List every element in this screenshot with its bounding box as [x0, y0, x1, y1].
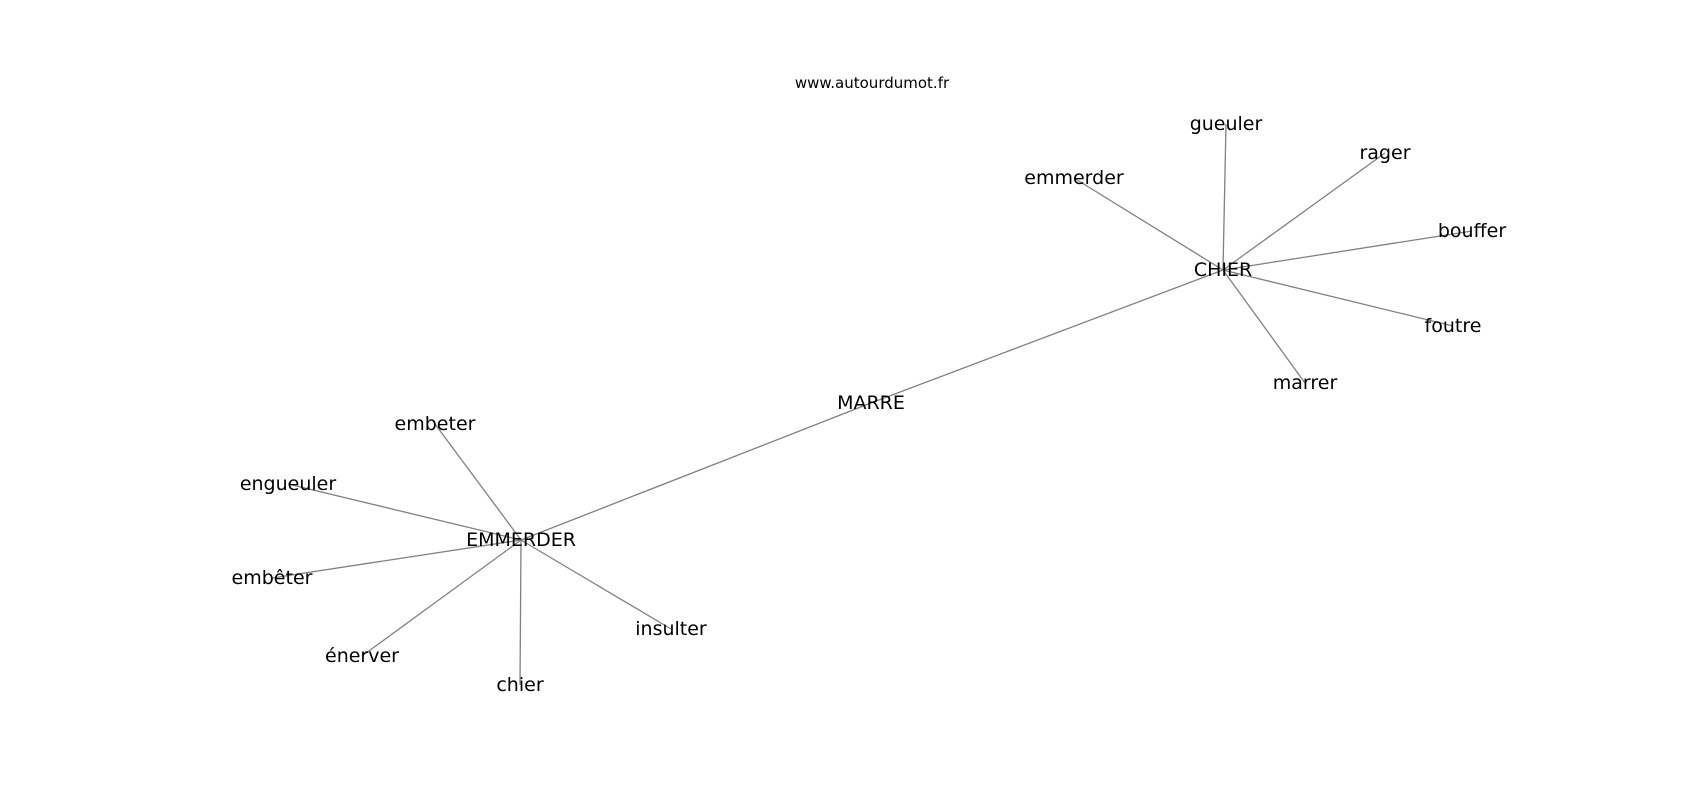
edge-marre-chier_hub — [870, 269, 1224, 404]
edge-emmerder_hub-insulter — [520, 539, 672, 630]
edge-emmerder_hub-embeter — [434, 423, 522, 541]
edge-chier_hub-rager — [1222, 152, 1386, 271]
node-label-insulter[interactable]: insulter — [635, 618, 707, 640]
node-label-emmerder[interactable]: emmerder — [1024, 167, 1124, 189]
node-label-chier[interactable]: chier — [496, 674, 543, 696]
node-label-embeter_accent[interactable]: embêter — [232, 567, 313, 589]
node-label-marre[interactable]: MARRE — [837, 392, 905, 414]
node-label-bouffer[interactable]: bouffer — [1438, 220, 1507, 242]
node-label-rager[interactable]: rager — [1359, 142, 1410, 164]
edge-chier_hub-foutre — [1222, 269, 1454, 327]
edge-emmerder_hub-enerver — [361, 539, 522, 657]
graph-edges — [271, 123, 1473, 686]
watermark-text: www.autourdumot.fr — [795, 74, 950, 92]
edge-emmerder_hub-embeter_accent — [271, 539, 522, 579]
node-label-emmerder_hub[interactable]: EMMERDER — [466, 529, 576, 551]
edge-chier_hub-bouffer — [1222, 230, 1473, 271]
graph-nodes: MARRE CHIER EMMERDER gueuler rager emmerder bo… — [232, 113, 1507, 696]
node-label-chier_hub[interactable]: CHIER — [1194, 259, 1252, 281]
node-label-embeter[interactable]: embeter — [395, 413, 476, 435]
edge-chier_hub-marrer — [1222, 269, 1306, 384]
edge-chier_hub-gueuler — [1222, 123, 1227, 271]
node-label-gueuler[interactable]: gueuler — [1190, 113, 1263, 135]
node-label-marrer[interactable]: marrer — [1273, 372, 1338, 394]
node-label-foutre[interactable]: foutre — [1425, 315, 1482, 337]
edge-marre-emmerder_hub — [520, 402, 872, 541]
edge-chier_hub-emmerder — [1073, 177, 1224, 271]
edge-emmerder_hub-chier — [519, 539, 522, 686]
node-label-enerver[interactable]: énerver — [325, 645, 399, 667]
node-label-engueuler[interactable]: engueuler — [240, 473, 337, 495]
edge-emmerder_hub-engueuler — [287, 483, 522, 541]
